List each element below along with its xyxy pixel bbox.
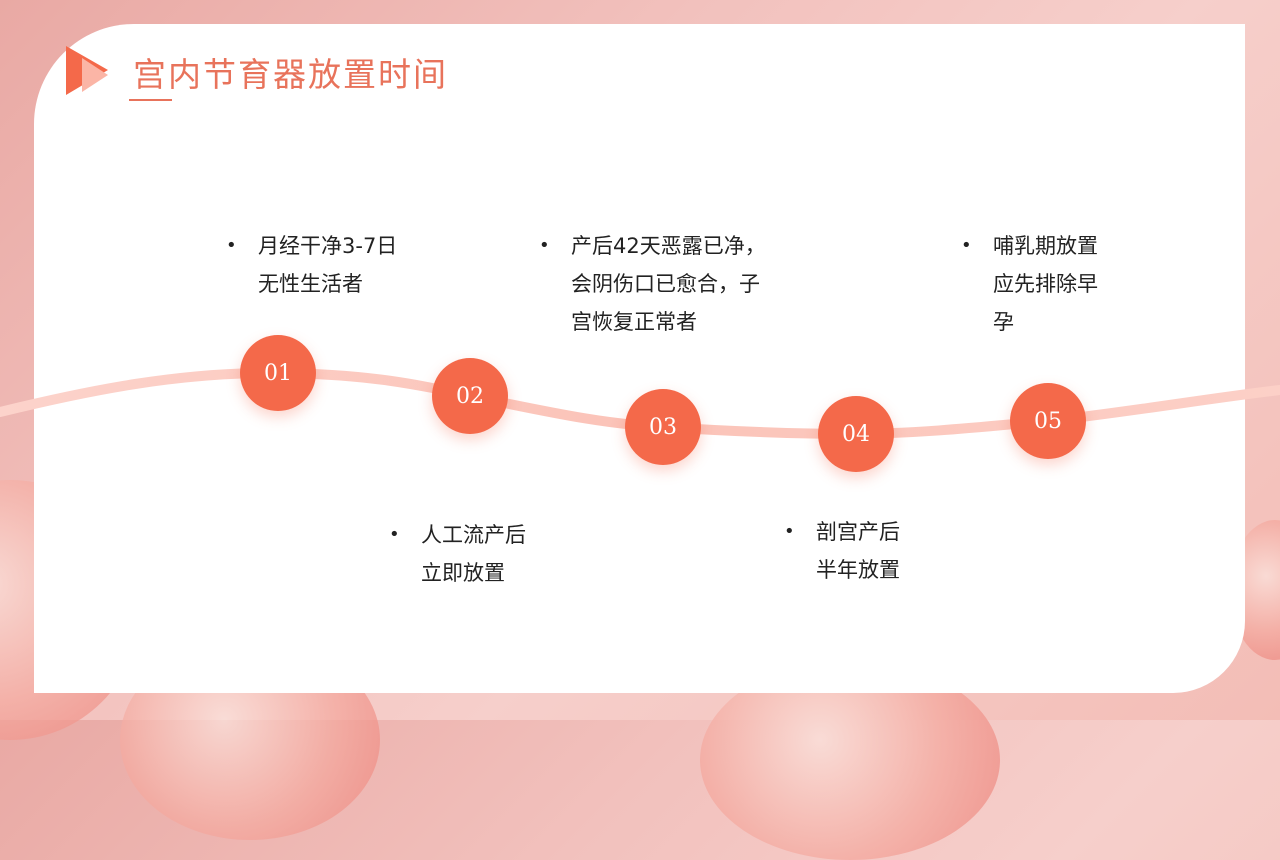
timeline-node-04: 04 — [818, 396, 894, 472]
note-line: 会阴伤口已愈合，子 — [571, 272, 760, 296]
bullet-icon: • — [226, 235, 237, 256]
note-line: 半年放置 — [816, 558, 900, 582]
note-line: 孕 — [993, 310, 1014, 334]
note-line: 无性生活者 — [258, 272, 363, 296]
note-line: 哺乳期放置 — [993, 234, 1098, 258]
node-number: 03 — [649, 414, 677, 440]
note-line: 立即放置 — [421, 561, 505, 585]
node-number: 05 — [1034, 408, 1062, 434]
bullet-icon: • — [539, 235, 550, 256]
note-line: 人工流产后 — [421, 523, 526, 547]
title-underline — [129, 99, 172, 101]
node-number: 02 — [456, 383, 484, 409]
timeline-node-01: 01 — [240, 335, 316, 411]
note-line: 月经干净3-7日 — [258, 234, 398, 258]
timeline-note-04: • 剖宫产后 半年放置 — [784, 513, 900, 589]
node-number: 01 — [264, 360, 292, 386]
timeline-note-02: • 人工流产后 立即放置 — [389, 516, 526, 592]
content-card — [34, 24, 1245, 693]
timeline-note-01: • 月经干净3-7日 无性生活者 — [226, 227, 397, 303]
timeline-node-03: 03 — [625, 389, 701, 465]
note-line: 宫恢复正常者 — [571, 310, 697, 334]
note-line: 产后42天恶露已净， — [571, 234, 766, 258]
bullet-icon: • — [784, 521, 795, 542]
timeline-node-05: 05 — [1010, 383, 1086, 459]
timeline-note-03: • 产后42天恶露已净， 会阴伤口已愈合，子 宫恢复正常者 — [539, 227, 766, 341]
bullet-icon: • — [389, 524, 400, 545]
timeline-note-05: • 哺乳期放置 应先排除早 孕 — [961, 227, 1098, 341]
note-line: 应先排除早 — [993, 272, 1098, 296]
play-triangle-icon — [66, 46, 108, 95]
timeline-node-02: 02 — [432, 358, 508, 434]
node-number: 04 — [842, 421, 870, 447]
bullet-icon: • — [961, 235, 972, 256]
note-line: 剖宫产后 — [816, 520, 900, 544]
page-title: 宫内节育器放置时间 — [133, 55, 448, 94]
